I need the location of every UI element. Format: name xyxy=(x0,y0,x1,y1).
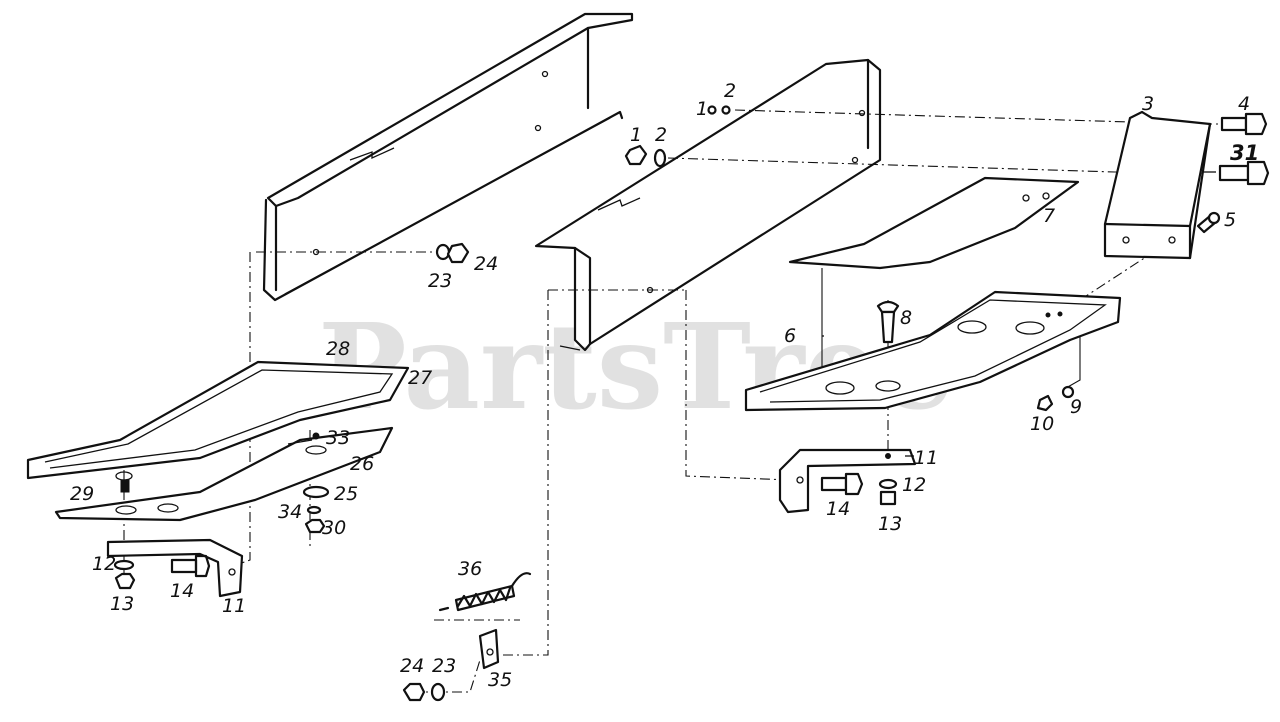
callout-5: 5 xyxy=(1224,209,1236,231)
callout-2b: 2 xyxy=(655,124,667,146)
callout-28: 28 xyxy=(326,338,350,360)
leader-lines xyxy=(287,171,1216,457)
callout-24b: 24 xyxy=(400,655,424,677)
callout-14a: 14 xyxy=(826,498,850,520)
callout-11b: 11 xyxy=(222,595,246,617)
callout-9: 9 xyxy=(1070,396,1082,418)
callout-4: 4 xyxy=(1238,93,1250,115)
callout-labels: 1 2 1 2 3 4 31 5 7 24 23 8 6 28 27 9 10 … xyxy=(70,80,1259,691)
callout-10: 10 xyxy=(1030,413,1054,435)
callout-7: 7 xyxy=(1043,205,1055,227)
left-mounting-pad xyxy=(26,360,410,481)
callout-12a: 12 xyxy=(902,474,926,496)
callout-12b: 12 xyxy=(92,553,116,575)
callout-31: 31 xyxy=(1230,141,1259,165)
left-angle-bracket xyxy=(106,538,244,598)
left-channel-rail xyxy=(262,12,634,302)
callout-27: 27 xyxy=(408,367,432,389)
hardware-parts xyxy=(113,105,1270,702)
callout-8: 8 xyxy=(900,307,912,329)
callout-24a: 24 xyxy=(474,253,498,275)
callout-23a: 23 xyxy=(428,270,452,292)
callout-13b: 13 xyxy=(110,593,134,615)
callout-2a: 2 xyxy=(724,80,736,102)
center-channel-rail xyxy=(534,58,882,352)
right-mounting-pad xyxy=(744,290,1122,412)
callout-34: 34 xyxy=(278,501,302,523)
callout-33: 33 xyxy=(326,427,350,449)
callout-1a: 1 xyxy=(696,98,708,120)
callout-25: 25 xyxy=(334,483,358,505)
callout-6: 6 xyxy=(784,325,796,347)
callout-23b: 23 xyxy=(432,655,456,677)
right-end-bracket xyxy=(1103,110,1212,260)
callout-35: 35 xyxy=(488,669,512,691)
callout-30: 30 xyxy=(322,517,346,539)
callout-29: 29 xyxy=(70,483,94,505)
callout-13a: 13 xyxy=(878,513,902,535)
callout-3: 3 xyxy=(1142,93,1154,115)
callout-14b: 14 xyxy=(170,580,194,602)
left-flat-plate xyxy=(54,426,394,522)
flat-plate-7 xyxy=(788,176,1080,270)
callout-11a: 11 xyxy=(914,447,938,469)
callout-26: 26 xyxy=(350,453,374,475)
right-angle-bracket xyxy=(778,448,917,514)
callout-1b: 1 xyxy=(630,124,642,146)
callout-36: 36 xyxy=(458,558,482,580)
